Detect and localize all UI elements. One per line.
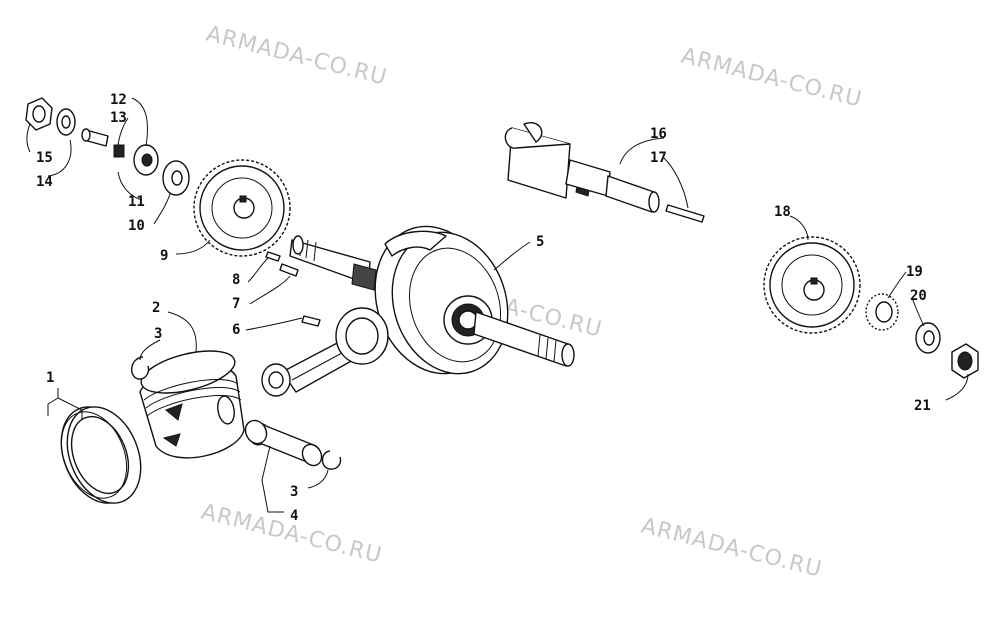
callout-7: 7 (232, 296, 240, 312)
callout-9: 9 (160, 248, 168, 264)
callout-19: 19 (906, 264, 923, 280)
leader-lines (26, 97, 969, 513)
callout-2: 2 (152, 300, 160, 316)
washer-14 (56, 108, 76, 136)
callout-5: 5 (536, 234, 544, 250)
watermark-top-left: ARMADA-CO.RU (204, 22, 390, 91)
callout-10: 10 (128, 218, 145, 234)
callout-18: 18 (774, 204, 791, 220)
key-17 (665, 204, 705, 223)
circlip-right (321, 450, 342, 470)
circlip-left (131, 356, 150, 380)
washer-20 (915, 322, 941, 354)
woodruff-key-7 (279, 263, 299, 277)
callout-6: 6 (232, 322, 240, 338)
callout-15: 15 (36, 150, 53, 166)
callout-17: 17 (650, 150, 667, 166)
spring-13 (113, 144, 125, 158)
callout-16: 16 (650, 126, 667, 142)
callout-8: 8 (232, 272, 240, 288)
bolt-12 (81, 128, 109, 147)
driven-gear (763, 236, 861, 334)
piston-pin (244, 419, 323, 467)
washer-10 (162, 160, 190, 196)
callout-14: 14 (36, 174, 53, 190)
lock-nut-21 (951, 343, 979, 379)
watermarks: ARMADA-CO.RU ARMADA-CO.RU ARMADA-CO.RU A… (199, 22, 865, 583)
watermark-top-right: ARMADA-CO.RU (679, 44, 865, 113)
callout-labels: 1 2 3 3 4 5 6 7 8 9 10 11 12 13 14 15 16… (36, 92, 931, 524)
callout-13: 13 (110, 110, 127, 126)
bearing-19 (865, 293, 899, 331)
washer-11 (133, 144, 159, 176)
callout-21: 21 (914, 398, 931, 414)
piston (139, 350, 245, 459)
callout-3-upper: 3 (154, 326, 162, 342)
callout-20: 20 (910, 288, 927, 304)
nut-15 (25, 97, 53, 131)
crankshaft (261, 225, 575, 397)
watermark-bottom-right: ARMADA-CO.RU (639, 514, 825, 583)
callout-12: 12 (110, 92, 127, 108)
callout-3-lower: 3 (290, 484, 298, 500)
woodruff-key-6 (301, 315, 321, 327)
balancer-shaft (504, 122, 660, 213)
callout-4: 4 (290, 508, 298, 524)
drive-gear (193, 159, 291, 257)
callout-11: 11 (128, 194, 145, 210)
woodruff-key-8 (265, 251, 281, 262)
callout-1: 1 (46, 370, 54, 386)
piston-rings (60, 406, 142, 504)
